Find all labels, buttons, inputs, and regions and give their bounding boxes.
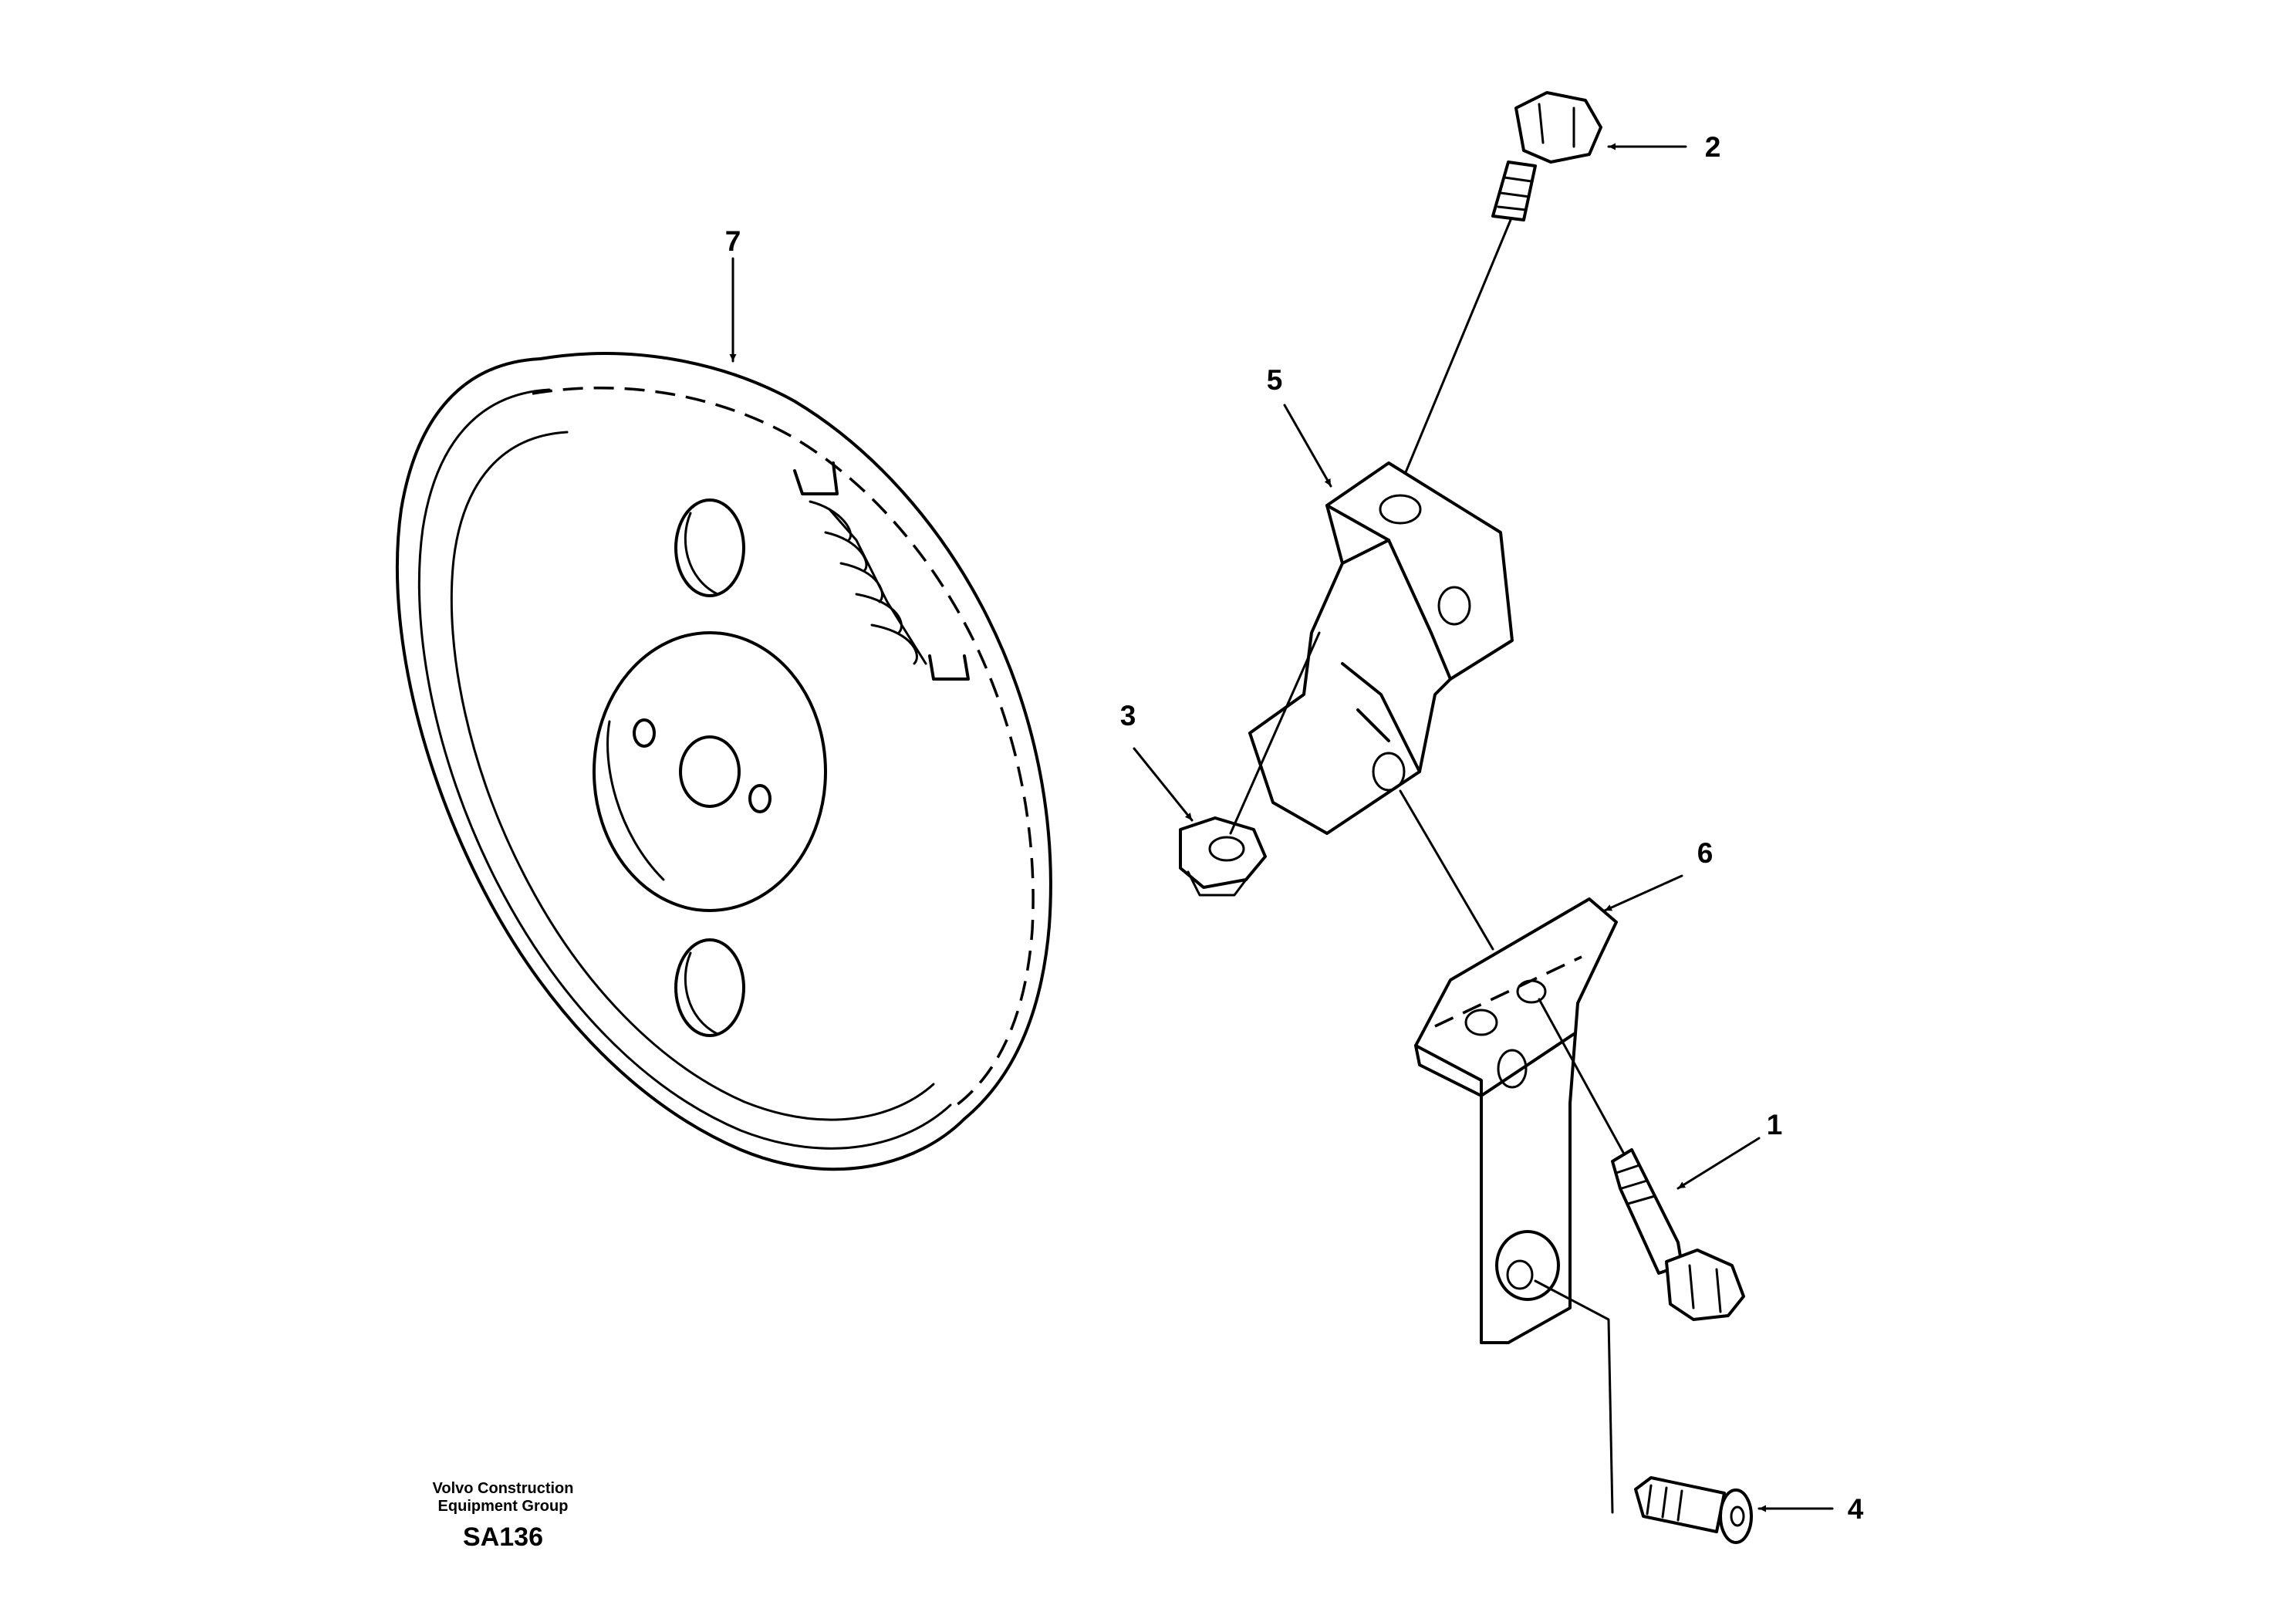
brand-line-1: Volvo Construction <box>433 1480 574 1497</box>
part-7-gear-wheel <box>395 352 1052 1171</box>
callout-2: 2 <box>1705 131 1721 163</box>
part-2-hex-bolt <box>1387 91 1602 515</box>
callout-3: 3 <box>1120 700 1136 732</box>
part-4-flange-screw <box>1634 1476 1753 1544</box>
callout-labels: 7 2 5 3 6 1 4 <box>725 131 1864 1525</box>
part-6-support-bracket <box>1414 897 1649 1514</box>
callout-leaders <box>729 143 1834 1512</box>
part-3-flange-nut <box>1179 631 1321 897</box>
callout-4: 4 <box>1848 1493 1864 1525</box>
leader-3 <box>1133 747 1194 822</box>
callout-7: 7 <box>725 225 741 257</box>
leader-6 <box>1603 874 1683 912</box>
callout-6: 6 <box>1697 837 1714 869</box>
callout-5: 5 <box>1267 364 1283 396</box>
leader-5 <box>1283 404 1332 488</box>
leader-1 <box>1676 1137 1761 1190</box>
callout-1: 1 <box>1767 1109 1783 1140</box>
part-1-hex-bolt <box>1611 1148 1745 1321</box>
footer-branding: Volvo Construction Equipment Group SA136 <box>433 1480 574 1552</box>
drawing-code: SA136 <box>463 1522 543 1552</box>
part-5-bracket <box>1248 461 1514 951</box>
brand-line-2: Equipment Group <box>438 1498 569 1515</box>
